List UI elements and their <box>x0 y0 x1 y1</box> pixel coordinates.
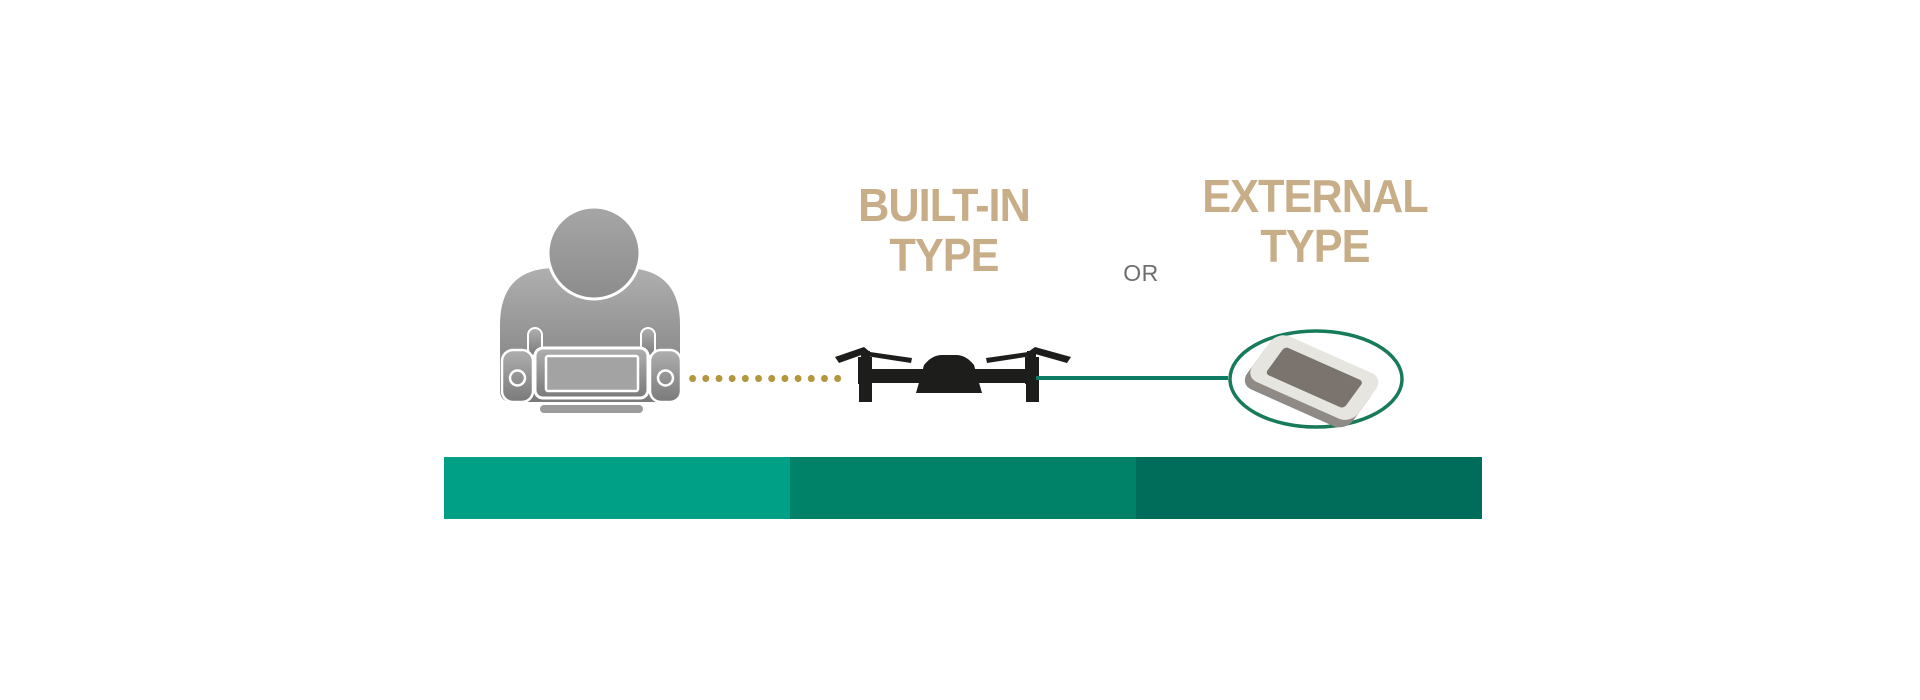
phone-screen <box>1266 347 1362 408</box>
pilot-head <box>546 205 642 301</box>
drone-left-leg <box>859 383 872 402</box>
controller-left-grip <box>500 348 535 404</box>
controller-screen <box>544 354 640 393</box>
builtin-dotted-link <box>686 374 844 382</box>
or-label: OR <box>1123 260 1159 286</box>
smartphone-icon <box>1228 329 1404 429</box>
pilot-with-remote-controller-icon <box>500 205 683 413</box>
color-bar-segment-left <box>444 457 790 519</box>
right-stick-icon <box>656 369 675 387</box>
green-color-bar <box>444 457 1482 519</box>
builtin-type-label: BUILT-IN TYPE <box>803 180 1085 280</box>
drone-right-arm <box>972 369 1028 383</box>
drone-right-post <box>1025 357 1039 384</box>
builtin-type-line1: BUILT-IN <box>858 179 1031 231</box>
external-type-label: EXTERNAL TYPE <box>1174 171 1456 271</box>
controller-handle-bar <box>540 405 643 413</box>
drone-right-propeller <box>1028 347 1071 363</box>
drone-left-propeller-blade <box>866 352 912 363</box>
drone-left-motor <box>861 351 870 361</box>
left-stick-icon <box>508 369 527 387</box>
quadcopter-drone-icon <box>835 347 1071 402</box>
builtin-type-line2: TYPE <box>889 229 999 281</box>
drone-right-motor <box>1027 351 1036 361</box>
drone-right-leg <box>1026 383 1039 402</box>
drone-body <box>916 355 982 393</box>
color-bar-segment-middle <box>790 457 1136 519</box>
color-bar-segment-right <box>1136 457 1482 519</box>
drone-left-arm <box>868 369 926 383</box>
drone-right-propeller-blade <box>986 352 1032 363</box>
external-solid-link <box>1036 376 1228 380</box>
external-type-line1: EXTERNAL <box>1202 170 1428 222</box>
external-type-line2: TYPE <box>1260 220 1370 272</box>
controller-right-grip <box>648 348 683 404</box>
